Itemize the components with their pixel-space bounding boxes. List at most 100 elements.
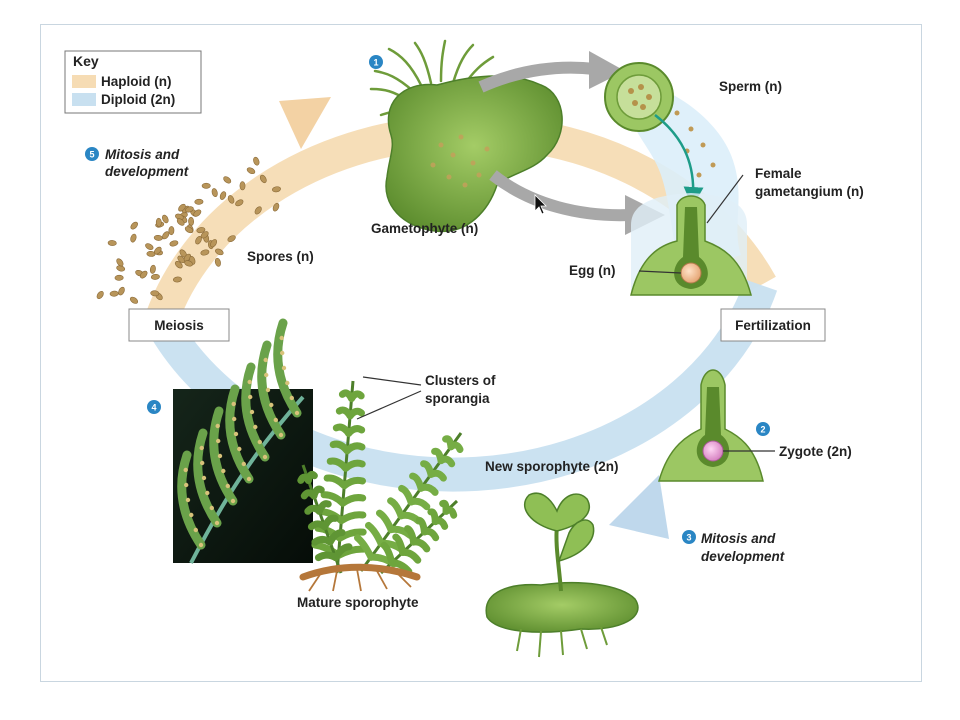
- spore: [109, 290, 119, 297]
- fern-fronds: [297, 380, 464, 575]
- spore: [227, 195, 235, 204]
- mature-sporophyte-illustration: [297, 376, 464, 592]
- photo-pinna: [225, 384, 254, 484]
- svg-text:3: 3: [686, 533, 691, 543]
- spore: [168, 226, 175, 236]
- svg-text:4: 4: [151, 403, 156, 413]
- step-badge-1: 1: [369, 55, 383, 69]
- spore: [129, 296, 139, 304]
- spore: [184, 226, 194, 234]
- label-clusters-2: sporangia: [425, 391, 490, 406]
- diploid-arrowhead: [609, 475, 669, 539]
- spore: [118, 286, 125, 296]
- svg-text:5: 5: [89, 150, 94, 160]
- spore: [196, 227, 206, 234]
- fern-frond: [311, 380, 367, 574]
- photo-pinna: [193, 428, 222, 528]
- spore: [246, 167, 256, 175]
- label-meiosis: Meiosis: [154, 318, 204, 333]
- spore: [235, 199, 244, 207]
- sporangia-photo: [173, 318, 313, 564]
- key-haploid-label: Haploid (n): [101, 74, 172, 89]
- spore: [227, 235, 236, 243]
- zygote-illustration: [658, 369, 775, 482]
- label-zygote: Zygote (2n): [779, 444, 852, 459]
- spore: [153, 234, 163, 241]
- label-mitosis-development-bottom-2: development: [701, 549, 785, 564]
- key-title: Key: [73, 53, 99, 69]
- spore: [130, 233, 137, 243]
- label-fertilization: Fertilization: [735, 318, 811, 333]
- spore: [194, 198, 204, 205]
- spore: [184, 260, 193, 267]
- spore: [193, 209, 202, 217]
- spore: [154, 246, 162, 255]
- spore: [215, 248, 224, 256]
- spore: [107, 240, 117, 246]
- spore: [155, 217, 162, 227]
- step-badge-3: 3: [682, 530, 696, 544]
- photo-pinna: [177, 450, 206, 550]
- cursor-arrow-icon: [534, 194, 547, 215]
- label-sperm: Sperm (n): [719, 79, 782, 94]
- gametophyte-illustration: [369, 39, 563, 233]
- spore: [178, 203, 186, 212]
- fern-life-cycle-diagram: Key Haploid (n) Diploid (2n) 1 2 3 4 5: [64, 39, 864, 658]
- spore: [145, 243, 154, 250]
- spore: [200, 231, 209, 239]
- photo-pinna: [209, 406, 238, 506]
- label-female-gametangium-2: gametangium (n): [755, 184, 864, 199]
- fern-frond: [297, 464, 353, 574]
- label-female-gametangium-1: Female: [755, 166, 802, 181]
- spore: [169, 240, 179, 247]
- fern-frond: [379, 499, 459, 575]
- photo-pinna: [257, 340, 286, 440]
- spore: [130, 221, 138, 230]
- spores-cluster: [96, 156, 281, 304]
- key-legend: Key Haploid (n) Diploid (2n): [64, 50, 202, 114]
- spore: [162, 231, 170, 240]
- new-sporophyte-illustration: [485, 492, 639, 658]
- spore: [214, 257, 221, 267]
- spore: [200, 249, 210, 256]
- spore: [150, 290, 160, 297]
- label-new-sporophyte: New sporophyte (2n): [485, 459, 619, 474]
- meiosis-box: Meiosis: [128, 308, 230, 342]
- spore: [176, 218, 185, 226]
- gray-arrow-to-sperm: [478, 51, 625, 93]
- spore: [116, 258, 124, 267]
- photo-pinnae: [177, 318, 302, 550]
- spore: [254, 206, 262, 215]
- key-diploid-label: Diploid (2n): [101, 92, 175, 107]
- spore: [150, 273, 160, 280]
- spore: [253, 156, 260, 166]
- spore: [185, 206, 194, 213]
- spore: [272, 186, 281, 193]
- step-badge-4: 4: [147, 400, 161, 414]
- spore: [272, 202, 280, 212]
- spore: [174, 260, 183, 269]
- spore: [259, 174, 267, 184]
- label-egg: Egg (n): [569, 263, 616, 278]
- spore: [239, 181, 246, 191]
- spore: [210, 239, 218, 248]
- spore: [223, 176, 232, 184]
- spore: [96, 290, 104, 300]
- life-cycle-figure: Key Haploid (n) Diploid (2n) 1 2 3 4 5: [40, 24, 922, 682]
- label-gametophyte: Gametophyte (n): [371, 221, 478, 236]
- diploid-swatch: [72, 93, 96, 106]
- haploid-swatch: [72, 75, 96, 88]
- haploid-arrowhead: [279, 97, 331, 149]
- spore: [219, 191, 227, 200]
- label-mature-sporophyte: Mature sporophyte: [297, 595, 419, 610]
- label-mitosis-development-top-2: development: [105, 164, 189, 179]
- spore: [149, 264, 156, 274]
- spore: [211, 188, 218, 198]
- step-badge-5: 5: [85, 147, 99, 161]
- spore: [139, 270, 148, 279]
- label-clusters-1: Clusters of: [425, 373, 496, 388]
- label-mitosis-development-bottom-1: Mitosis and: [701, 531, 776, 546]
- spore: [173, 276, 182, 283]
- step-badge-2: 2: [756, 422, 770, 436]
- svg-text:2: 2: [760, 425, 765, 435]
